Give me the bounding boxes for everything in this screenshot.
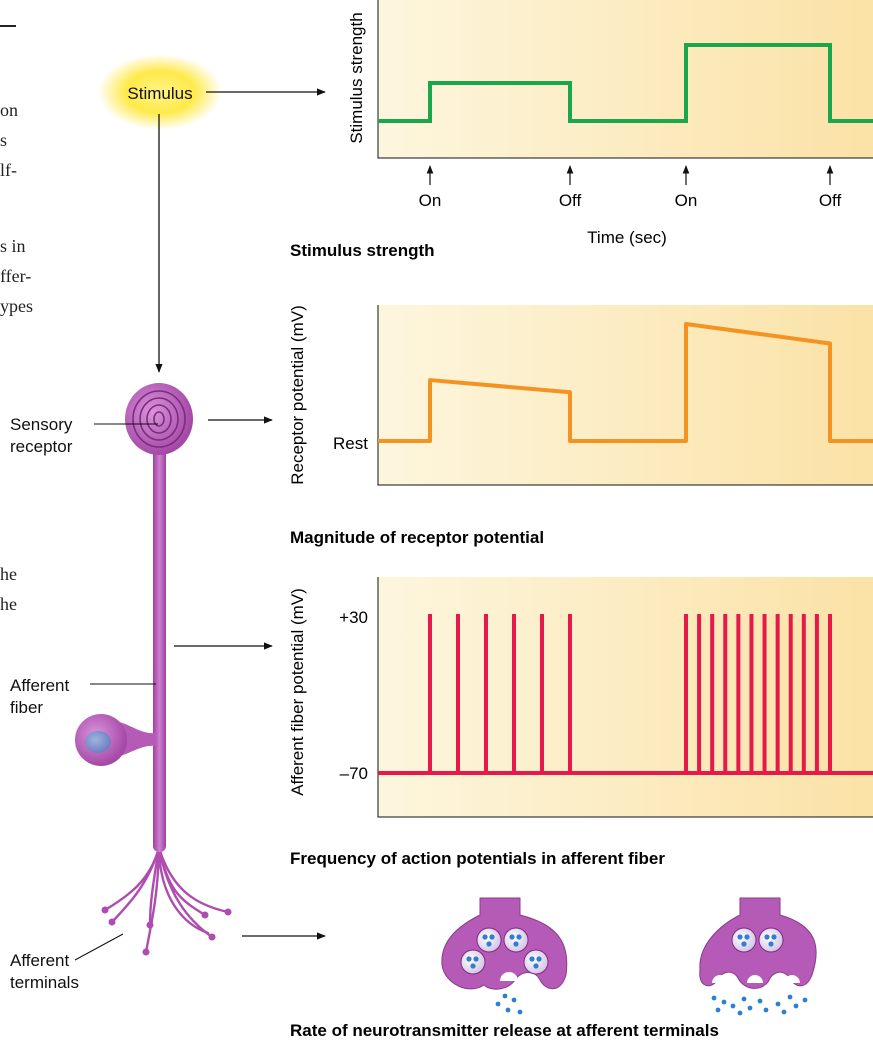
released-neurotransmitter xyxy=(711,994,808,1016)
time-tick-label: On xyxy=(675,191,698,210)
stimulus-source: Stimulus xyxy=(98,54,222,130)
sensory-neuron xyxy=(75,383,232,956)
text-fragment: s in xyxy=(0,236,26,256)
stimulus-trace xyxy=(378,43,873,123)
receptor-caption: Magnitude of receptor potential xyxy=(290,528,544,547)
terminal-bulbs xyxy=(101,906,232,956)
fiber-caption: Frequency of action potentials in affere… xyxy=(290,849,665,868)
synaptic-vesicles xyxy=(460,927,549,975)
release-panel: Rate of neurotransmitter release at affe… xyxy=(290,897,817,1040)
receptor-panel-bg xyxy=(378,305,873,485)
receptor-rest-label: Rest xyxy=(333,434,368,453)
fiber-panel-bg xyxy=(378,577,873,817)
fiber-panel: Afferent fiber potential (mV) +30 –70 Fr… xyxy=(288,577,873,868)
receptor-panel: Receptor potential (mV) Rest Magnitude o… xyxy=(288,305,873,547)
time-tick-label: Off xyxy=(819,191,842,210)
terminals-label-line1: Afferent xyxy=(10,951,70,970)
release-pore xyxy=(500,972,518,981)
receptor-trace xyxy=(378,322,873,443)
stimulus-axes xyxy=(377,0,873,159)
stimulus-glow xyxy=(98,54,222,130)
stimulus-caption: Stimulus strength xyxy=(290,241,435,260)
release-pores xyxy=(712,975,800,983)
axon-terminal-high-rate xyxy=(699,897,817,1016)
fiber-ylabel: Afferent fiber potential (mV) xyxy=(288,588,307,796)
time-tick-label: On xyxy=(419,191,442,210)
stimulus-xlabel: Time (sec) xyxy=(587,228,667,247)
synaptic-vesicles xyxy=(731,927,784,953)
receptor-label-line2: receptor xyxy=(10,437,73,456)
terminal-branches xyxy=(103,846,230,954)
axon xyxy=(153,440,166,852)
text-fragment: he xyxy=(0,594,17,614)
text-fragment: s xyxy=(0,130,7,150)
action-potentials xyxy=(428,614,832,773)
sensory-receptor xyxy=(125,383,193,455)
released-neurotransmitter xyxy=(495,993,523,1015)
terminal-bouton xyxy=(699,897,817,989)
text-fragment: he xyxy=(0,564,17,584)
terminals-label-line2: terminals xyxy=(10,973,79,992)
terminals-leader xyxy=(74,933,124,961)
fiber-label-line2: fiber xyxy=(10,698,43,717)
stimulus-time-ticks: On Off On Off xyxy=(419,165,842,210)
nucleus xyxy=(85,731,111,753)
vesicle-contents xyxy=(737,934,777,947)
neuron-labels: Sensory receptor Afferent fiber Afferent… xyxy=(10,415,158,992)
receptor-ylabel: Receptor potential (mV) xyxy=(288,305,307,485)
receptor-axes xyxy=(377,305,873,486)
text-fragment: on xyxy=(0,100,18,120)
time-tick-label: Off xyxy=(559,191,582,210)
release-caption: Rate of neurotransmitter release at affe… xyxy=(290,1021,719,1040)
receptor-label-line1: Sensory xyxy=(10,415,73,434)
vesicle-contents xyxy=(466,934,542,969)
text-fragment: lf- xyxy=(0,160,17,180)
text-fragment: ypes xyxy=(0,296,33,316)
stimulus-label: Stimulus xyxy=(127,84,192,103)
axon-terminal-low-rate xyxy=(441,897,568,1015)
fiber-axes xyxy=(377,577,873,818)
receptor-lamellae xyxy=(132,390,186,448)
stimulus-panel-bg xyxy=(378,0,873,158)
text-fragment: ffer- xyxy=(0,266,31,286)
body-text: on s lf- s in ffer- ypes he he xyxy=(0,25,33,614)
fiber-ytick-plus30: +30 xyxy=(339,608,368,627)
stimulus-ylabel: Stimulus strength xyxy=(347,12,366,143)
fiber-label-line1: Afferent xyxy=(10,676,70,695)
fiber-ytick-minus70: –70 xyxy=(340,764,368,783)
connector-arrows xyxy=(155,88,326,940)
